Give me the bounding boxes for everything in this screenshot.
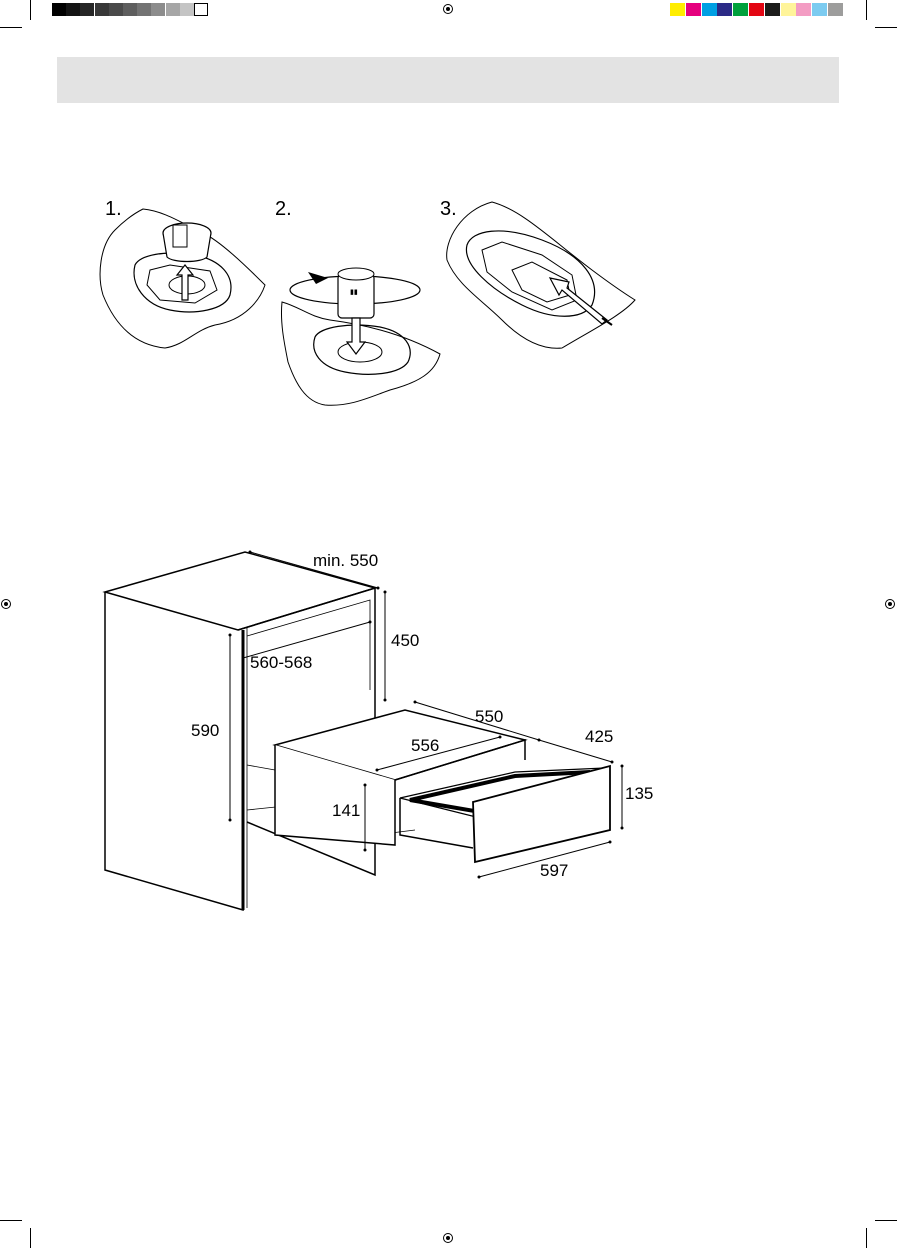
color-swatch bbox=[781, 3, 796, 16]
color-swatch bbox=[717, 3, 732, 16]
color-swatch bbox=[670, 3, 685, 16]
step-label-2: 2. bbox=[275, 198, 292, 221]
step-1-illustration bbox=[95, 205, 270, 350]
color-swatch bbox=[749, 3, 764, 16]
dim-drawer-front-width: 597 bbox=[540, 861, 568, 880]
gray-swatch bbox=[137, 3, 151, 16]
gray-swatch bbox=[194, 3, 208, 16]
registration-mark-left bbox=[1, 599, 11, 609]
registration-mark-top bbox=[443, 4, 453, 14]
color-swatch bbox=[828, 3, 843, 16]
gray-swatch bbox=[52, 3, 66, 16]
registration-mark-bottom bbox=[443, 1233, 453, 1243]
step-2-illustration: ▮▮ bbox=[280, 262, 450, 412]
color-swatch bbox=[702, 3, 717, 16]
dim-drawer-front-height: 135 bbox=[625, 784, 653, 803]
gray-swatch bbox=[95, 3, 109, 16]
color-swatch bbox=[812, 3, 827, 16]
color-swatch bbox=[733, 3, 748, 16]
gray-swatch bbox=[166, 3, 180, 16]
dim-drawer-front-depth: 425 bbox=[585, 727, 613, 746]
color-swatch bbox=[686, 3, 701, 16]
dim-drawer-inner-width: 556 bbox=[411, 736, 439, 755]
dim-drawer-niche-height: 141 bbox=[332, 801, 360, 820]
dim-niche-height: 590 bbox=[191, 721, 219, 740]
dim-cabinet-depth: min. 550 bbox=[313, 551, 378, 570]
step-3-illustration bbox=[442, 200, 637, 355]
svg-text:▮▮: ▮▮ bbox=[350, 289, 358, 296]
gray-swatch bbox=[109, 3, 123, 16]
gray-swatch bbox=[123, 3, 137, 16]
gray-swatch bbox=[151, 3, 165, 16]
dim-cabinet-height-upper: 450 bbox=[391, 631, 419, 650]
dim-niche-width: 560-568 bbox=[250, 653, 312, 672]
gray-swatch bbox=[80, 3, 94, 16]
color-swatch bbox=[796, 3, 811, 16]
gray-swatch bbox=[66, 3, 80, 16]
installation-dimension-drawing: min. 550 450 560-568 590 550 556 425 135… bbox=[95, 540, 675, 920]
dim-drawer-depth: 550 bbox=[475, 707, 503, 726]
section-header-bar bbox=[57, 57, 839, 103]
gray-swatch bbox=[180, 3, 194, 16]
registration-mark-right bbox=[885, 599, 895, 609]
color-swatch bbox=[765, 3, 780, 16]
